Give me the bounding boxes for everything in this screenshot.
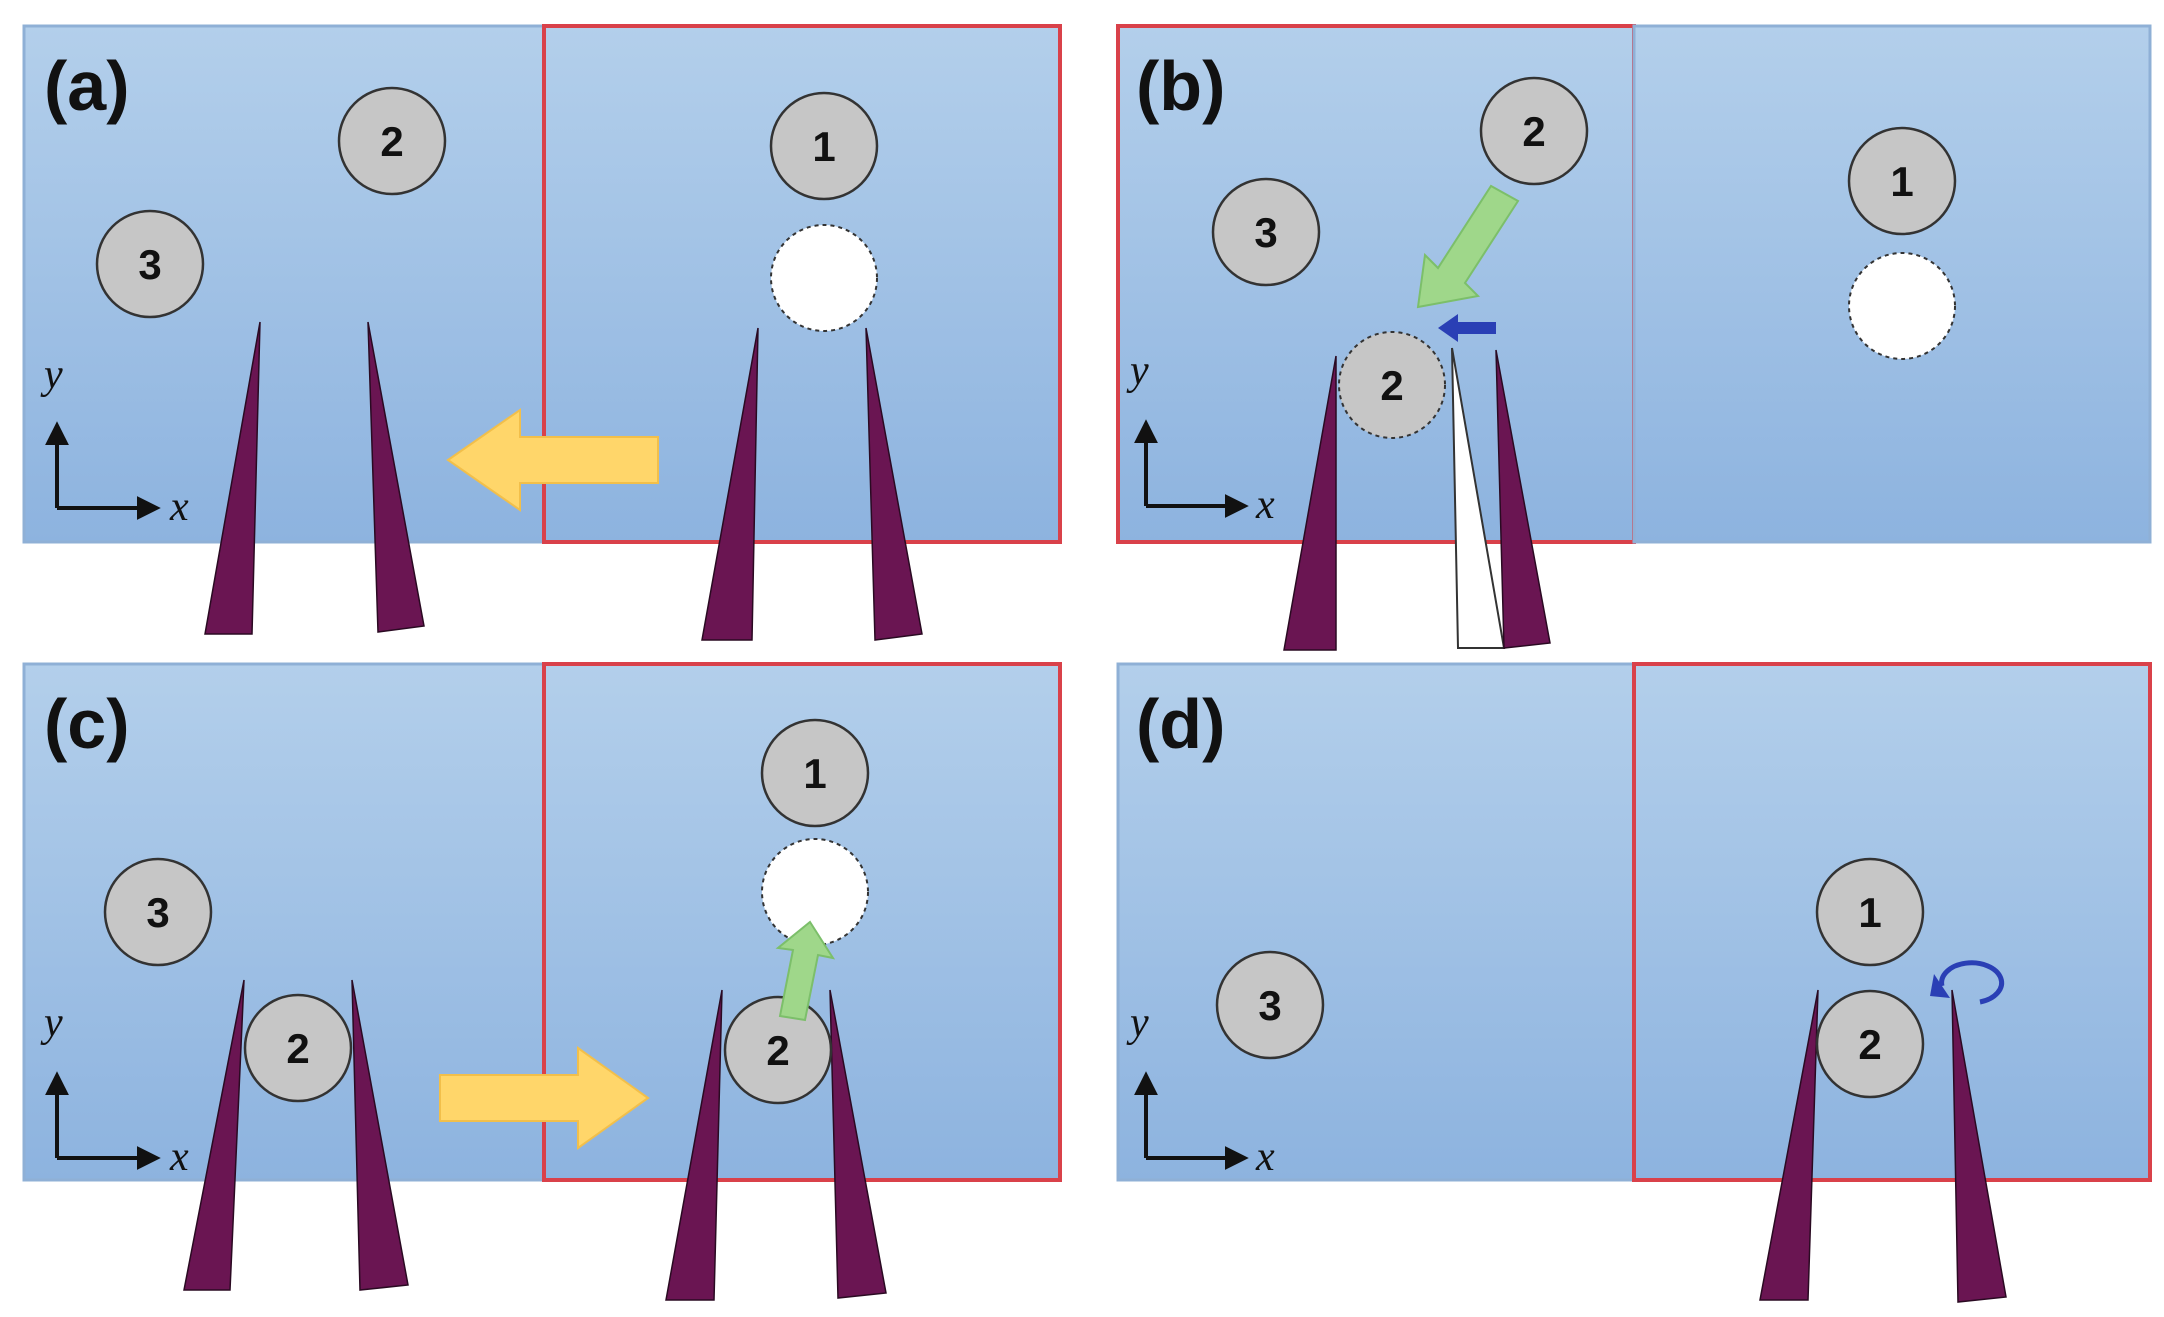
empty-trap-site	[770, 224, 878, 332]
svg-text:2: 2	[286, 1025, 309, 1072]
svg-text:2: 2	[1380, 362, 1403, 409]
probe-left	[183, 979, 245, 1291]
axis-label-y: y	[1126, 348, 1149, 394]
bead-2-captured: 2	[1338, 331, 1446, 439]
axis-label-x: x	[1255, 1134, 1275, 1180]
axis-label-x: x	[169, 1134, 189, 1180]
probe-move-left-arrow	[1438, 314, 1496, 342]
svg-text:1: 1	[1858, 889, 1881, 936]
probe-right	[1495, 349, 1551, 649]
empty-trap-site	[1848, 252, 1956, 360]
rotate-probe-icon	[1930, 960, 2005, 1005]
svg-text:2: 2	[1858, 1021, 1881, 1068]
bead-1: 1	[1847, 126, 1957, 236]
probe-left	[1759, 989, 1819, 1301]
stage-left	[1116, 662, 1636, 1182]
bead-2: 2	[1815, 989, 1925, 1099]
probe-right	[351, 979, 409, 1291]
stage-move-left-arrow	[446, 408, 659, 512]
panel-label: (c)	[44, 685, 130, 763]
panel-label: (a)	[44, 47, 130, 125]
bead-move-arrow	[1416, 184, 1520, 309]
panel-d: (d) 3 1 2 y x	[1116, 662, 2152, 1303]
probe-right	[1951, 989, 2007, 1303]
bead-1: 1	[1815, 857, 1925, 967]
axis-label-x: x	[1255, 482, 1275, 528]
bead-2: 2	[1479, 76, 1589, 186]
panel-a: (a) 2 3 1 y x	[22, 24, 1062, 641]
panel-label: (d)	[1136, 685, 1225, 763]
bead-3: 3	[1211, 177, 1321, 287]
probe-ghost	[1451, 347, 1506, 649]
svg-text:1: 1	[812, 123, 835, 170]
bead-1: 1	[769, 91, 879, 201]
probe-left	[665, 989, 723, 1301]
svg-text:3: 3	[138, 241, 161, 288]
svg-text:2: 2	[380, 118, 403, 165]
probe-left	[204, 321, 261, 635]
svg-text:3: 3	[1258, 982, 1281, 1029]
svg-text:1: 1	[1890, 158, 1913, 205]
axes-indicator: y x	[1126, 348, 1275, 528]
axes-indicator: y x	[1126, 1000, 1275, 1180]
bead-2: 2	[337, 86, 447, 196]
panel-c: (c) 3 2 1 2 y x	[22, 662, 1062, 1301]
bead-3: 3	[95, 209, 205, 319]
panel-b: (b) 2 3 2 1 y x	[1116, 24, 2152, 651]
axes-indicator: y x	[40, 1000, 189, 1180]
svg-text:1: 1	[803, 750, 826, 797]
bead-2-held: 2	[243, 993, 353, 1103]
bead-2-held: 2	[723, 995, 833, 1105]
panel-label: (b)	[1136, 47, 1225, 125]
bead-3: 3	[1215, 950, 1325, 1060]
probe-right	[829, 989, 887, 1299]
probe-left	[701, 327, 759, 641]
stage-move-right-arrow	[439, 1046, 650, 1150]
bead-3: 3	[103, 857, 213, 967]
axis-label-y: y	[40, 1000, 63, 1046]
bead-insert-arrow	[775, 920, 836, 1022]
probe-right	[865, 327, 923, 641]
axes-indicator: y x	[40, 352, 189, 530]
axis-label-y: y	[40, 352, 63, 398]
probe-right	[367, 321, 425, 633]
svg-text:2: 2	[1522, 108, 1545, 155]
axis-label-y: y	[1126, 1000, 1149, 1046]
svg-text:2: 2	[766, 1027, 789, 1074]
svg-text:3: 3	[146, 889, 169, 936]
bead-1: 1	[760, 718, 870, 828]
svg-text:3: 3	[1254, 209, 1277, 256]
probe-left	[1283, 355, 1337, 651]
axis-label-x: x	[169, 484, 189, 530]
